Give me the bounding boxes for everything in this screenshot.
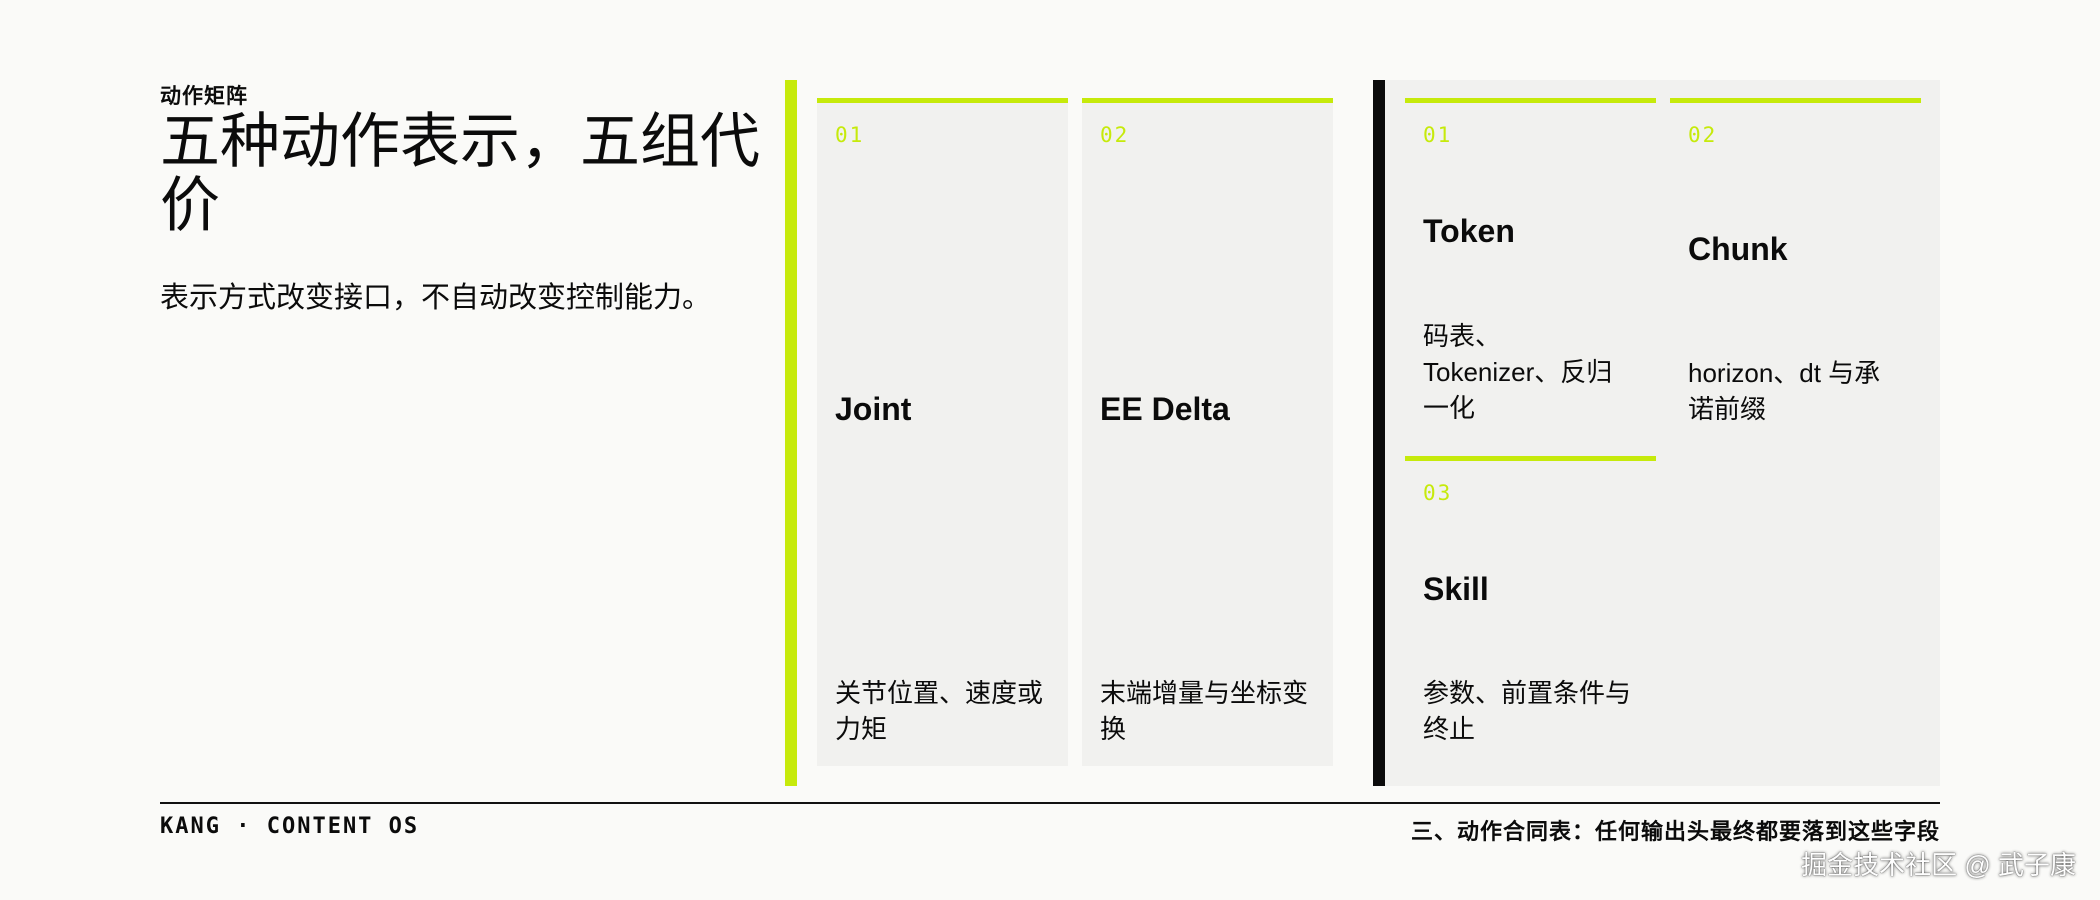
black-bar	[1373, 80, 1385, 786]
card-number: 01	[1423, 123, 1453, 147]
card-number: 02	[1688, 123, 1718, 147]
card-name: Skill	[1423, 571, 1489, 607]
footer-brand: KANG · CONTENT OS	[160, 814, 420, 839]
page-subtitle: 表示方式改变接口，不自动改变控制能力。	[160, 282, 712, 314]
card-description: 码表、Tokenizer、反归一化	[1423, 321, 1613, 423]
card-number: 02	[1100, 123, 1130, 147]
card-description: 末端增量与坐标变换	[1100, 678, 1309, 744]
card-token: 01 Token 码表、Tokenizer、反归一化	[1405, 98, 1656, 458]
card-number: 03	[1423, 481, 1453, 505]
card-name: Chunk	[1688, 231, 1788, 267]
card-chunk: 02 Chunk horizon、dt 与承诺前缀	[1670, 98, 1921, 766]
footer-rule	[160, 802, 1940, 804]
page-title: 五种动作表示，五组代价	[160, 108, 760, 239]
card-description: 参数、前置条件与终止	[1423, 678, 1632, 744]
card-ee-delta: 02 EE Delta 末端增量与坐标变换	[1082, 98, 1333, 766]
card-joint: 01 Joint 关节位置、速度或力矩	[817, 98, 1068, 766]
accent-bar	[785, 80, 797, 786]
card-number: 01	[835, 123, 865, 147]
card-name: Joint	[835, 391, 912, 427]
card-name: EE Delta	[1100, 391, 1230, 427]
card-skill: 03 Skill 参数、前置条件与终止	[1405, 456, 1656, 766]
watermark: 掘金技术社区 @ 武子康	[1801, 850, 2076, 880]
footer-section-label: 三、动作合同表：任何输出头最终都要落到这些字段	[1410, 819, 1940, 844]
card-name: Token	[1423, 213, 1515, 249]
card-description: 关节位置、速度或力矩	[835, 678, 1044, 744]
card-description: horizon、dt 与承诺前缀	[1688, 358, 1881, 424]
section-kicker: 动作矩阵	[160, 85, 248, 108]
